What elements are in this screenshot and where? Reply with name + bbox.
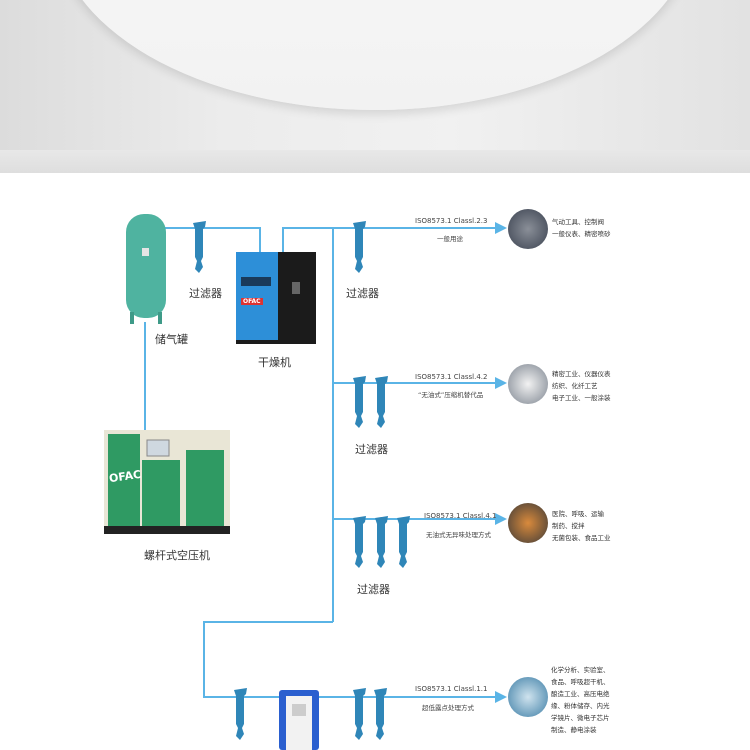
- branch-desc: 一般用途: [437, 235, 463, 243]
- branch-uses: 气动工具、控制阀 一般仪表、精密喷砂: [552, 216, 611, 240]
- branch-standard: ISO8573.1 Classl.4.1: [424, 512, 497, 520]
- label-dryer: 干燥机: [258, 356, 291, 369]
- filter-icon: [353, 516, 366, 568]
- adsorption-dryer: [279, 690, 319, 750]
- use-item: 缘、粉体储存、内光: [551, 702, 610, 710]
- filter-icon: [234, 688, 247, 740]
- use-item: 学镜片、微电子芯片: [551, 714, 610, 722]
- use-item: 精密工业、仪器仪表: [552, 370, 611, 378]
- screw-compressor: [104, 430, 230, 534]
- dryer-logo: OFAC: [241, 298, 263, 305]
- hero-band: [0, 150, 750, 173]
- label-compressor: 螺杆式空压机: [144, 549, 210, 562]
- use-item: 酿造工业、高压电绝: [551, 690, 610, 698]
- use-item: 一般仪表、精密喷砂: [552, 230, 611, 238]
- filter-icon: [375, 516, 388, 568]
- use-item: 制造、静电涂装: [551, 726, 597, 734]
- branch-uses: 精密工业、仪器仪表 纺织、化纤工艺 电子工业、一般涂装: [552, 368, 611, 404]
- branch-standard: ISO8573.1 Classl.4.2: [415, 373, 488, 381]
- label-tank: 储气罐: [155, 333, 188, 346]
- pipe-tank-dryer: [165, 227, 261, 252]
- branch-standard: ISO8573.1 Classl.2.3: [415, 217, 488, 225]
- application-photo: [508, 364, 548, 404]
- use-item: 制药、搅拌: [552, 522, 585, 530]
- label-filter-tank: 过滤器: [189, 287, 222, 300]
- filter-icon: [353, 688, 366, 740]
- branch-desc: 超低露点处理方式: [422, 704, 474, 712]
- use-item: 医院、呼吸、运输: [552, 510, 604, 518]
- pipe-branch-4: [203, 621, 507, 703]
- refrigerated-dryer: [236, 252, 316, 344]
- application-photo: [508, 677, 548, 717]
- use-item: 气动工具、控制阀: [552, 218, 604, 226]
- use-item: 无菌包装、食品工业: [552, 534, 611, 542]
- label-filter-1: 过滤器: [346, 287, 379, 300]
- label-filter-2: 过滤器: [355, 443, 388, 456]
- air-tank: [126, 214, 166, 324]
- pipe-branch-1: [282, 222, 507, 252]
- branch-desc: 无油式无异味处理方式: [426, 531, 491, 539]
- branch-desc: “无油式”压缩机替代品: [418, 391, 484, 399]
- use-item: 纺织、化纤工艺: [552, 382, 598, 390]
- hero-banner: [0, 0, 750, 173]
- branch-uses: 医院、呼吸、运输 制药、搅拌 无菌包装、食品工业: [552, 508, 611, 544]
- branch-standard: ISO8573.1 Classl.1.1: [415, 685, 488, 693]
- use-item: 食品、呼吸超干机、: [551, 678, 610, 686]
- use-item: 化学分析、实验室、: [551, 666, 610, 674]
- branch-uses: 化学分析、实验室、 食品、呼吸超干机、 酿造工业、高压电绝 缘、粉体储存、内光 …: [551, 664, 610, 736]
- filter-icon: [397, 516, 410, 568]
- filter-icon: [374, 688, 387, 740]
- label-filter-3: 过滤器: [357, 583, 390, 596]
- application-photo: [508, 503, 548, 543]
- application-photo: [508, 209, 548, 249]
- use-item: 电子工业、一般涂装: [552, 394, 611, 402]
